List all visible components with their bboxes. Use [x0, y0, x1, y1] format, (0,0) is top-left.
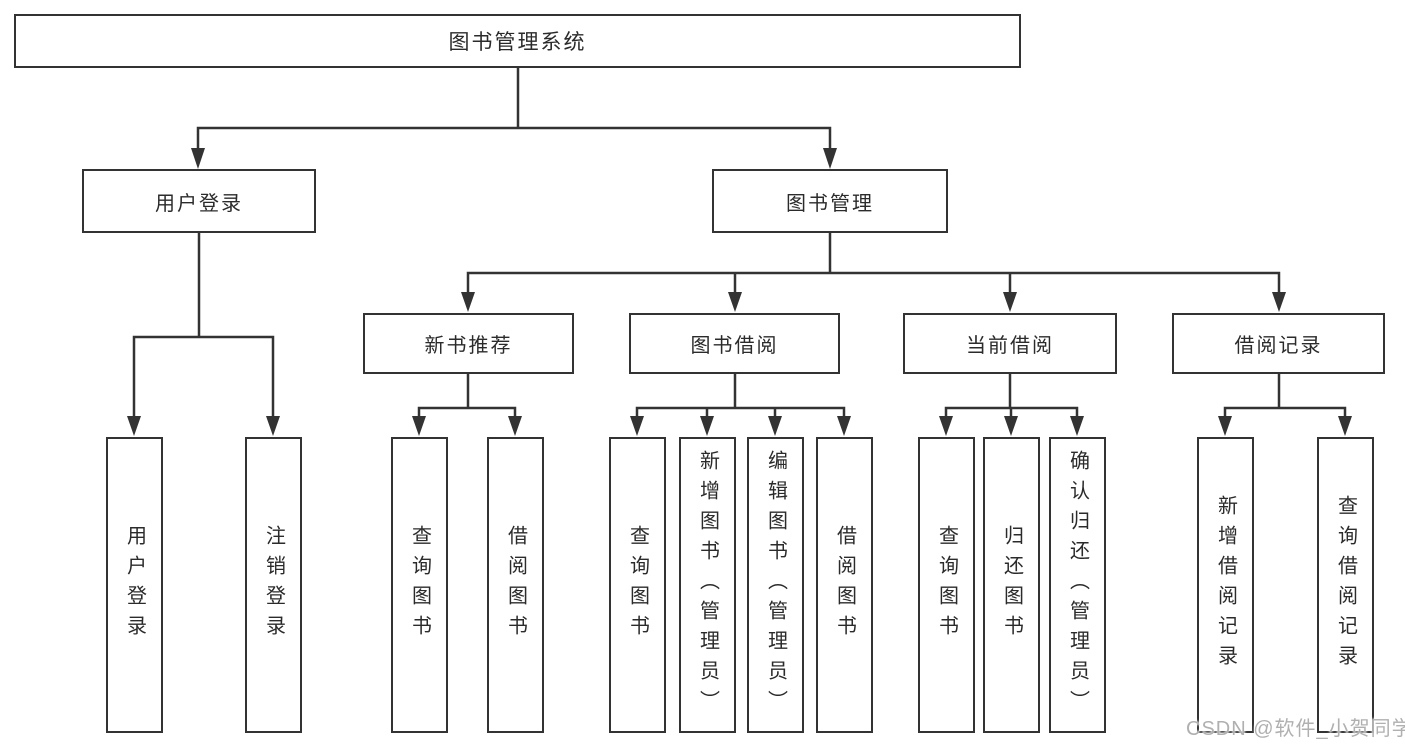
node-book-borrowing: 图书借阅 [629, 313, 840, 374]
leaf-records-add-record-label: 新增借阅记录 [1214, 495, 1237, 675]
leaf-current-return-books-label: 归还图书 [1000, 525, 1023, 645]
leaf-recommend-search-books: 查询图书 [391, 437, 448, 733]
leaf-borrow-borrow-books: 借阅图书 [816, 437, 873, 733]
leaf-records-search-record: 查询借阅记录 [1317, 437, 1374, 733]
csdn-watermark: CSDN @软件_小贺同学 [1186, 718, 1405, 740]
leaf-user-login: 用户登录 [106, 437, 163, 733]
leaf-user-login-label: 用户登录 [123, 525, 146, 645]
leaf-borrow-search-books: 查询图书 [609, 437, 666, 733]
leaf-recommend-search-books-label: 查询图书 [408, 525, 431, 645]
leaf-records-add-record: 新增借阅记录 [1197, 437, 1254, 733]
leaf-current-confirm-return-admin: 确认归还（管理员） [1049, 437, 1106, 733]
node-borrowing-records: 借阅记录 [1172, 313, 1385, 374]
leaf-borrow-edit-books-admin: 编辑图书（管理员） [747, 437, 804, 733]
connector-lines [132, 65, 1347, 420]
leaf-recommend-borrow-books-label: 借阅图书 [504, 525, 527, 645]
leaf-current-return-books: 归还图书 [983, 437, 1040, 733]
leaf-records-search-record-label: 查询借阅记录 [1334, 495, 1357, 675]
leaf-current-search-books: 查询图书 [918, 437, 975, 733]
leaf-borrow-edit-books-admin-label: 编辑图书（管理员） [764, 450, 787, 720]
leaf-logout: 注销登录 [245, 437, 302, 733]
leaf-current-confirm-return-admin-label: 确认归还（管理员） [1066, 450, 1089, 720]
leaf-borrow-borrow-books-label: 借阅图书 [833, 525, 856, 645]
node-new-book-recommend: 新书推荐 [363, 313, 574, 374]
leaf-borrow-add-books-admin-label: 新增图书（管理员） [696, 450, 719, 720]
node-user-login: 用户登录 [82, 169, 316, 233]
leaf-current-search-books-label: 查询图书 [935, 525, 958, 645]
leaf-borrow-search-books-label: 查询图书 [626, 525, 649, 645]
node-root-system: 图书管理系统 [14, 14, 1021, 68]
arrowheads [127, 148, 1352, 436]
leaf-logout-label: 注销登录 [262, 525, 285, 645]
leaf-recommend-borrow-books: 借阅图书 [487, 437, 544, 733]
leaf-borrow-add-books-admin: 新增图书（管理员） [679, 437, 736, 733]
node-current-borrowing: 当前借阅 [903, 313, 1117, 374]
node-book-management: 图书管理 [712, 169, 948, 233]
